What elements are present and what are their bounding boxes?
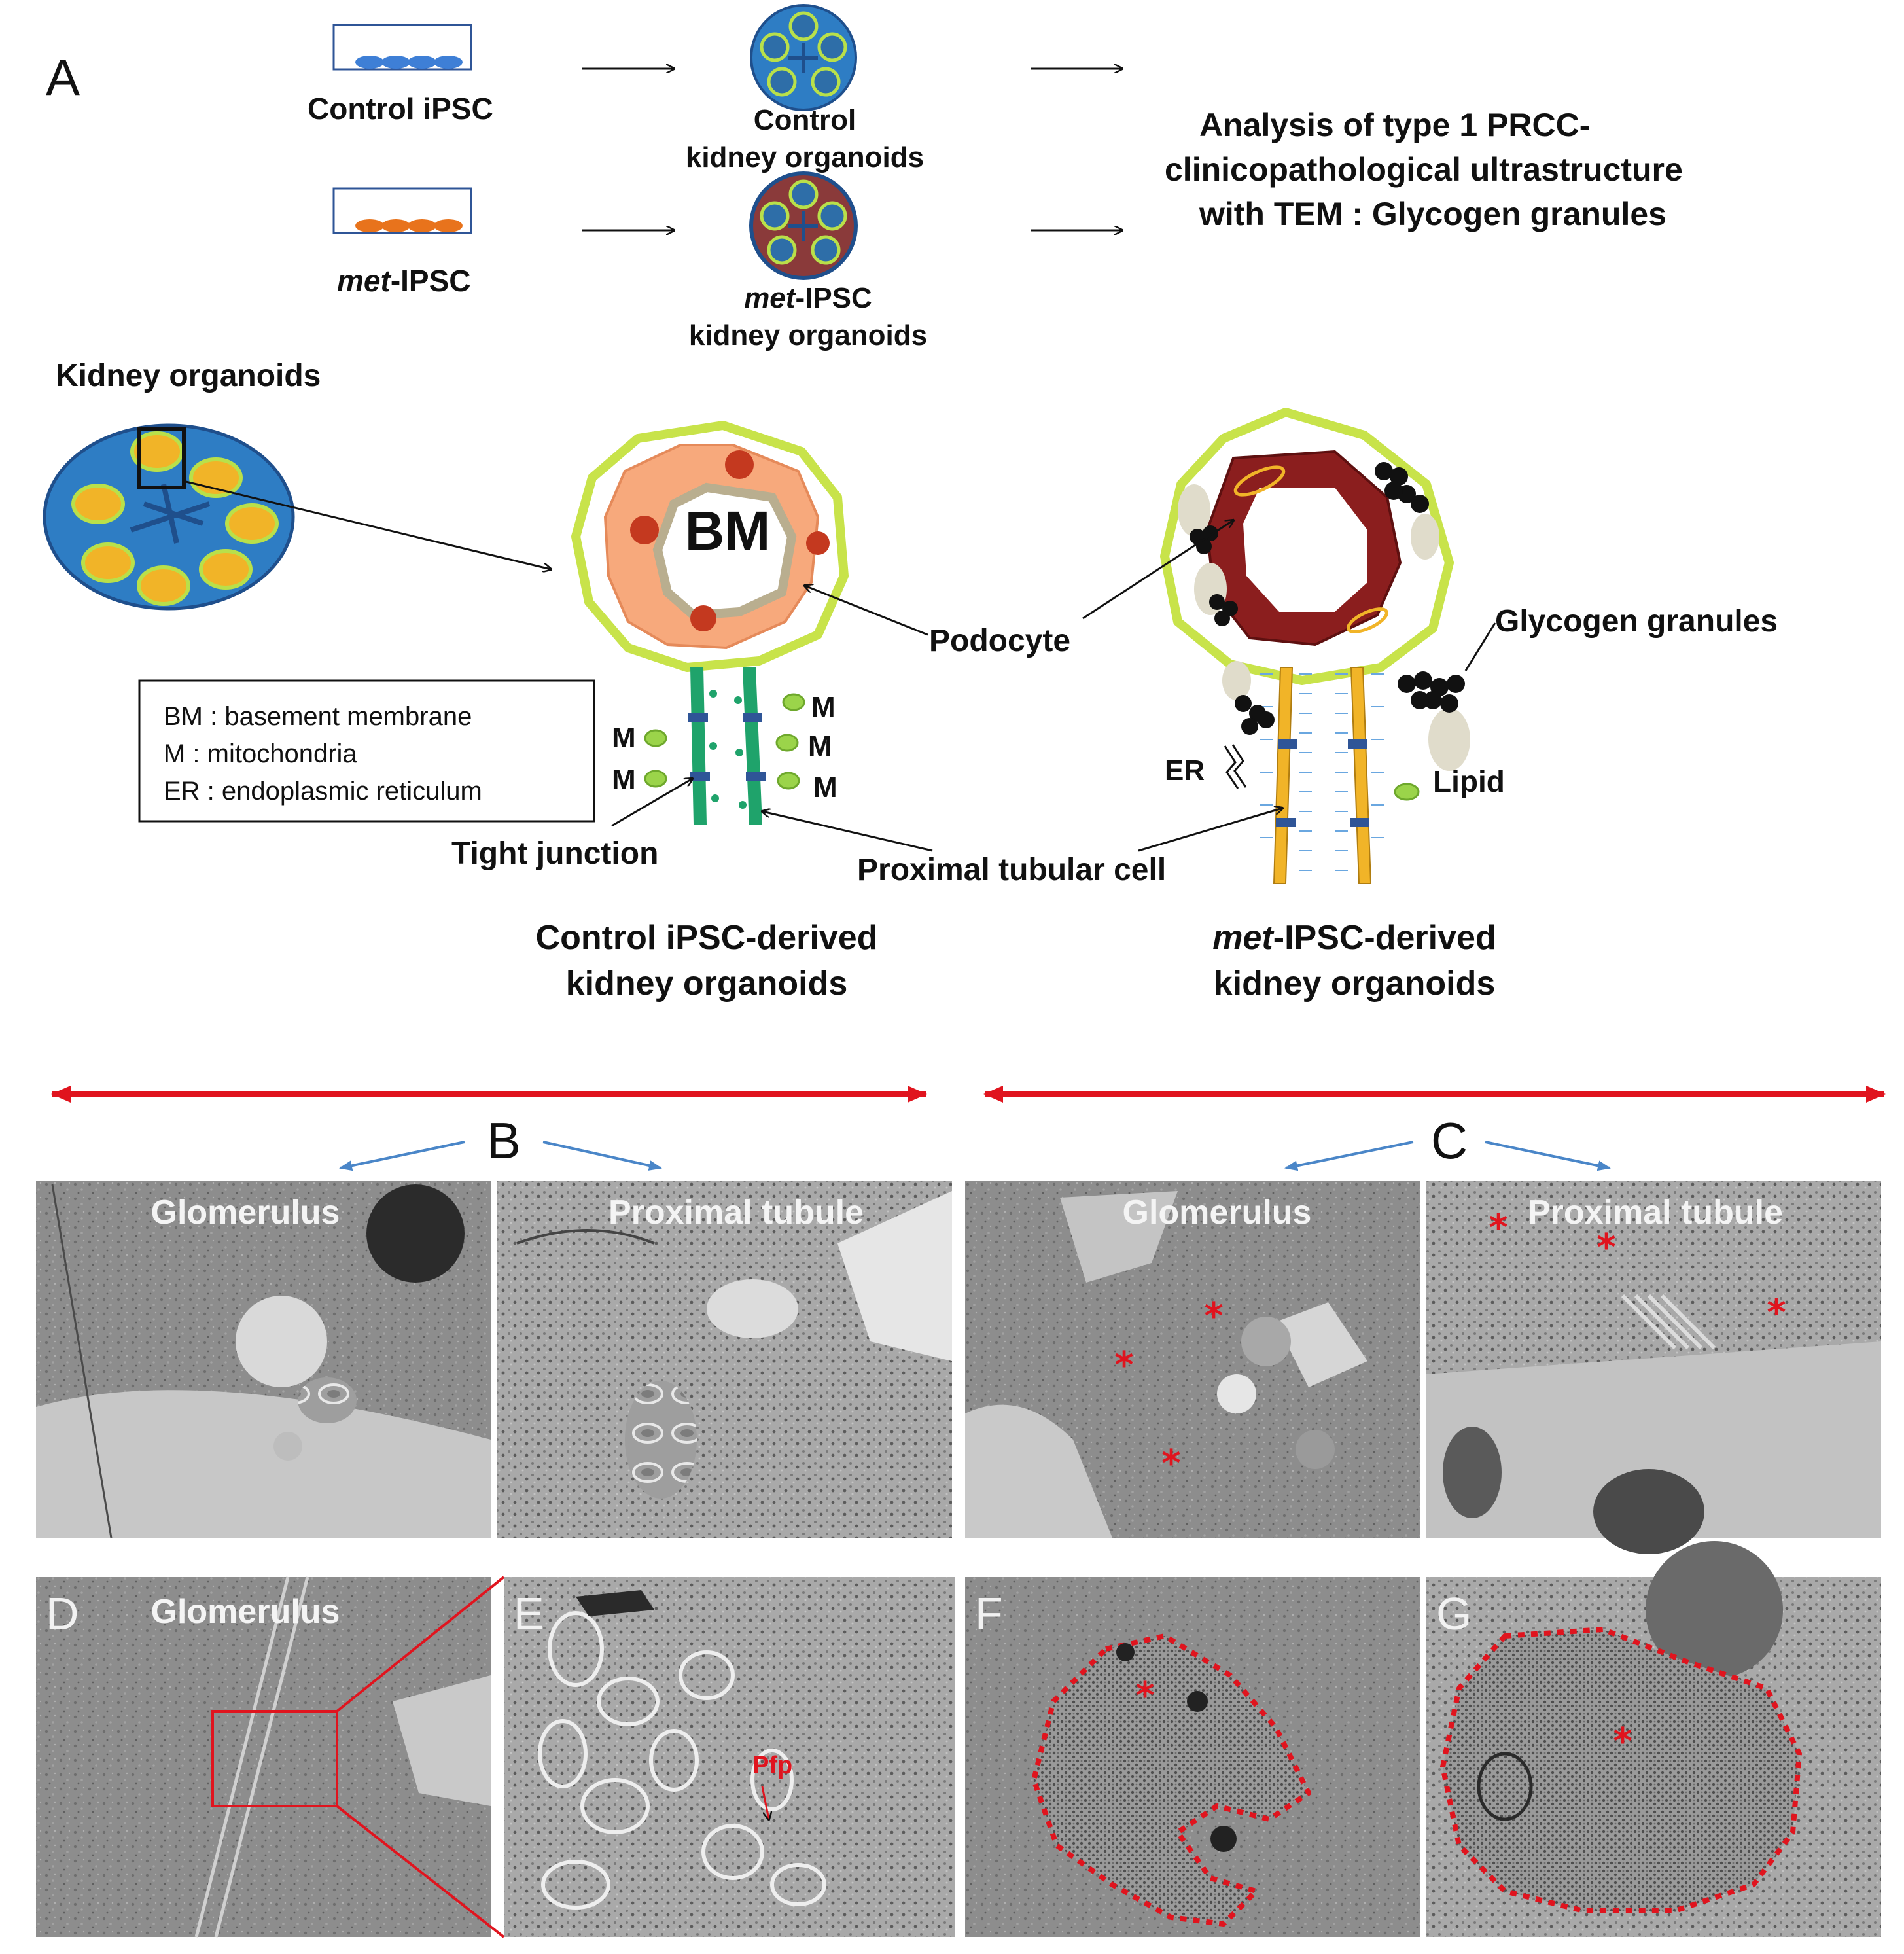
c-tubule-star-3: * [1767, 1292, 1786, 1334]
d-zoom-line-top [336, 1576, 505, 1713]
control-caption-l1: Control iPSC-derived [536, 919, 878, 957]
lipid-label: Lipid [1433, 764, 1505, 798]
f-star: * [1135, 1675, 1154, 1717]
panel-f-letter: F [975, 1588, 1003, 1639]
legend-box: BM : basement membrane M : mitochondria … [138, 679, 595, 823]
c-glomerulus-label: Glomerulus [1123, 1194, 1312, 1232]
glycogen-pointer [1464, 622, 1496, 671]
mitochondria-icons [644, 693, 805, 790]
er-label: ER [1165, 755, 1205, 787]
tem-e-zoom: E Pfp [504, 1577, 955, 1937]
kidney-organoid-diagram [43, 423, 295, 611]
blue-arrow-c-right [1485, 1141, 1611, 1171]
tem-d-glomerulus: D Glomerulus [36, 1576, 491, 1938]
panel-b-letter: B [487, 1112, 521, 1169]
blue-arrow-b-right [542, 1141, 662, 1171]
met-ipsc-dish [332, 187, 472, 234]
panel-c-letter: C [1431, 1112, 1468, 1169]
blue-arrow-b-left [339, 1141, 465, 1171]
panel-g-letter: G [1436, 1588, 1472, 1639]
m-label-5: M [813, 772, 837, 804]
met-organoids-l1: met-IPSC [744, 282, 872, 314]
panel-d-letter: D [46, 1588, 79, 1639]
met-glomerulus-diagram [1160, 408, 1454, 685]
met-tubule-diagram [1222, 661, 1470, 884]
m-label-1: M [612, 722, 636, 754]
m-label-4: M [808, 730, 832, 762]
met-organoid-icon [749, 171, 858, 280]
panel-e-letter: E [514, 1588, 544, 1639]
tem-f-glycogen: F * [965, 1577, 1420, 1937]
control-tubule-diagram [688, 667, 766, 825]
met-ipsc-label: met-IPSC [337, 264, 471, 298]
c-tubule-star-1: * [1489, 1207, 1507, 1249]
pfp-arrow [761, 1786, 769, 1819]
control-organoids-l2: kidney organoids [686, 141, 924, 173]
m-label-3: M [811, 691, 836, 723]
legend-m: M : mitochondria [164, 739, 357, 768]
c-proximal-tubule-label: Proximal tubule [1528, 1194, 1783, 1232]
blue-arrow-c-left [1284, 1141, 1414, 1171]
tem-b-proximal-tubule: Proximal tubule [497, 1181, 952, 1538]
c-glomerulus-star-1: * [1204, 1295, 1223, 1338]
control-organoids-l1: Control [754, 104, 856, 136]
control-glomerulus-diagram: BM [571, 421, 849, 672]
glycogen-granules-label: Glycogen granules [1495, 604, 1778, 639]
tem-c-glomerulus: Glomerulus * * * [965, 1181, 1420, 1538]
tem-c-proximal-tubule: Proximal tubule * * * [1426, 1181, 1881, 1554]
control-caption-l2: kidney organoids [566, 965, 848, 1003]
analysis-line-3: with TEM : Glycogen granules [1199, 196, 1666, 232]
met-caption-l2: kidney organoids [1214, 965, 1496, 1003]
podocyte-arrow-control [805, 586, 928, 636]
analysis-line-2: clinicopathological ultrastructure [1165, 151, 1683, 188]
b-glomerulus-label: Glomerulus [151, 1194, 340, 1232]
bm-label: BM [685, 500, 771, 561]
d-zoom-line-bottom [336, 1805, 505, 1938]
tight-junction-label: Tight junction [451, 836, 658, 871]
zoom-arrow [183, 480, 551, 569]
tight-junction-arrow [611, 779, 692, 827]
c-glomerulus-star-3: * [1161, 1442, 1180, 1485]
legend-er: ER : endoplasmic reticulum [164, 777, 482, 806]
met-caption-l1: met-IPSC-derived [1212, 919, 1496, 957]
d-glomerulus-label: Glomerulus [151, 1593, 340, 1631]
podocyte-label: Podocyte [929, 624, 1070, 658]
legend-bm: BM : basement membrane [164, 702, 472, 731]
panel-a-letter: A [46, 48, 80, 106]
tem-b-glomerulus: Glomerulus [36, 1181, 491, 1538]
kidney-organoids-title: Kidney organoids [56, 359, 321, 393]
analysis-line-1: Analysis of type 1 PRCC- [1199, 107, 1590, 143]
podocyte-arrow-met [1082, 520, 1233, 620]
pfp-label: Pfp [752, 1752, 792, 1779]
ptc-arrow-met [1138, 808, 1282, 852]
d-zoom-box [211, 1710, 338, 1807]
control-ipsc-dish [332, 24, 472, 71]
c-tubule-star-2: * [1596, 1226, 1615, 1269]
b-proximal-tubule-label: Proximal tubule [608, 1194, 864, 1232]
control-ipsc-label: Control iPSC [308, 92, 493, 126]
ptc-arrow-control [762, 811, 933, 852]
c-glomerulus-star-2: * [1114, 1344, 1133, 1387]
met-organoids-l2: kidney organoids [689, 319, 927, 351]
tem-g-glycogen: G * [1426, 1541, 1881, 1937]
g-star: * [1613, 1720, 1632, 1763]
control-organoid-icon [750, 4, 857, 111]
m-label-2: M [612, 764, 636, 796]
proximal-tubular-cell-label: Proximal tubular cell [857, 853, 1166, 887]
